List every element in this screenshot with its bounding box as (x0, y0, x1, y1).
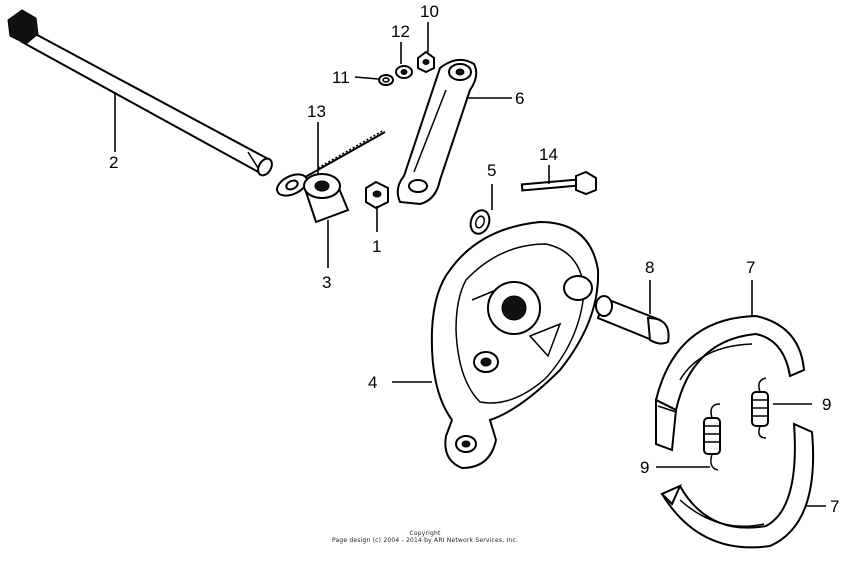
brake-cam-part (595, 295, 670, 345)
washer-11-part (378, 74, 394, 86)
brake-panel-part (430, 220, 600, 470)
nut-10-part (417, 50, 435, 74)
callout-10: 10 (420, 2, 439, 21)
axle-part (7, 9, 273, 177)
leader-lines (114, 22, 826, 507)
brake-shoe-upper-part (654, 314, 806, 452)
callout-7-upper: 7 (746, 258, 756, 277)
callout-4: 4 (368, 373, 378, 392)
brake-shoe-lower-part (660, 422, 815, 549)
callout-6: 6 (515, 89, 525, 108)
callout-12: 12 (391, 22, 410, 41)
nut-part (365, 180, 389, 210)
callout-9-left: 9 (640, 458, 650, 477)
callout-11: 11 (332, 68, 350, 87)
washer-12-part (395, 65, 413, 79)
bolt-part (520, 170, 597, 196)
callout-3: 3 (322, 273, 332, 292)
callout-9-right: 9 (822, 395, 832, 414)
copyright-label: Copyright (409, 530, 441, 537)
brake-arm-part (396, 58, 478, 206)
copyright-notice: Page design (c) 2004 - 2014 by ARI Netwo… (331, 537, 519, 544)
callout-2: 2 (109, 153, 119, 172)
callout-14: 14 (539, 145, 558, 164)
callout-8: 8 (645, 258, 655, 277)
callout-5: 5 (487, 161, 497, 180)
callout-13: 13 (307, 102, 326, 121)
adjusting-rod-part (276, 129, 386, 197)
washer-5-part (469, 209, 491, 235)
callout-7-lower: 7 (830, 497, 840, 516)
spring-lower-part (703, 403, 721, 471)
callout-1: 1 (372, 237, 382, 256)
spring-upper-part (751, 377, 769, 439)
collar-part (303, 173, 350, 224)
